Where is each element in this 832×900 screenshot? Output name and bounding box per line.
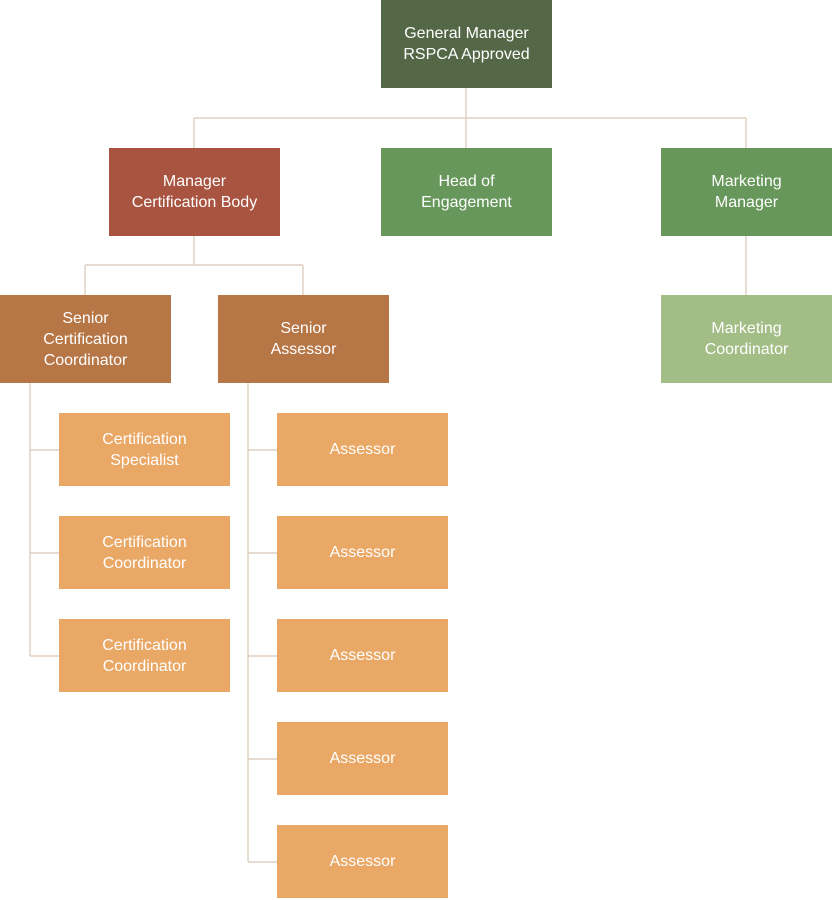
marketing-coordinator-label: Marketing Coordinator [704,320,789,358]
general-manager-box: General Manager RSPCA Approved [381,0,552,88]
senior-certification-coordinator-box: Senior Certification Coordinator [0,295,171,383]
certification-coordinator-box: Certification Coordinator [59,516,230,589]
senior-assessor-label: Senior Assessor [270,320,337,358]
assessor-box: Assessor [277,722,448,795]
certification-specialist-box: Certification Specialist [59,413,230,486]
general-manager-label: General Manager RSPCA Approved [403,25,530,63]
assessor-box: Assessor [277,825,448,898]
assessor-label: Assessor [329,441,396,458]
certification-coordinator-label: Certification Coordinator [102,533,187,572]
certification-specialist-label: Certification Specialist [102,430,187,469]
marketing-coordinator-box: Marketing Coordinator [661,295,832,383]
manager-certification-body-box: Manager Certification Body [109,148,280,236]
senior-certification-coordinator-label: Senior Certification Coordinator [43,309,128,369]
manager-certification-body-label: Manager Certification Body [131,173,258,211]
certification-coordinator-label: Certification Coordinator [102,636,187,675]
assessor-box: Assessor [277,516,448,589]
marketing-manager-label: Marketing Manager [711,173,782,211]
senior-assessor-box: Senior Assessor [218,295,389,383]
marketing-manager-box: Marketing Manager [661,148,832,236]
assessor-label: Assessor [329,853,396,870]
head-of-engagement-box: Head of Engagement [381,148,552,236]
assessor-label: Assessor [329,750,396,767]
assessor-box: Assessor [277,619,448,692]
certification-coordinator-box: Certification Coordinator [59,619,230,692]
assessor-label: Assessor [329,544,396,561]
assessor-label: Assessor [329,647,396,664]
assessor-box: Assessor [277,413,448,486]
head-of-engagement-label: Head of Engagement [421,173,512,211]
